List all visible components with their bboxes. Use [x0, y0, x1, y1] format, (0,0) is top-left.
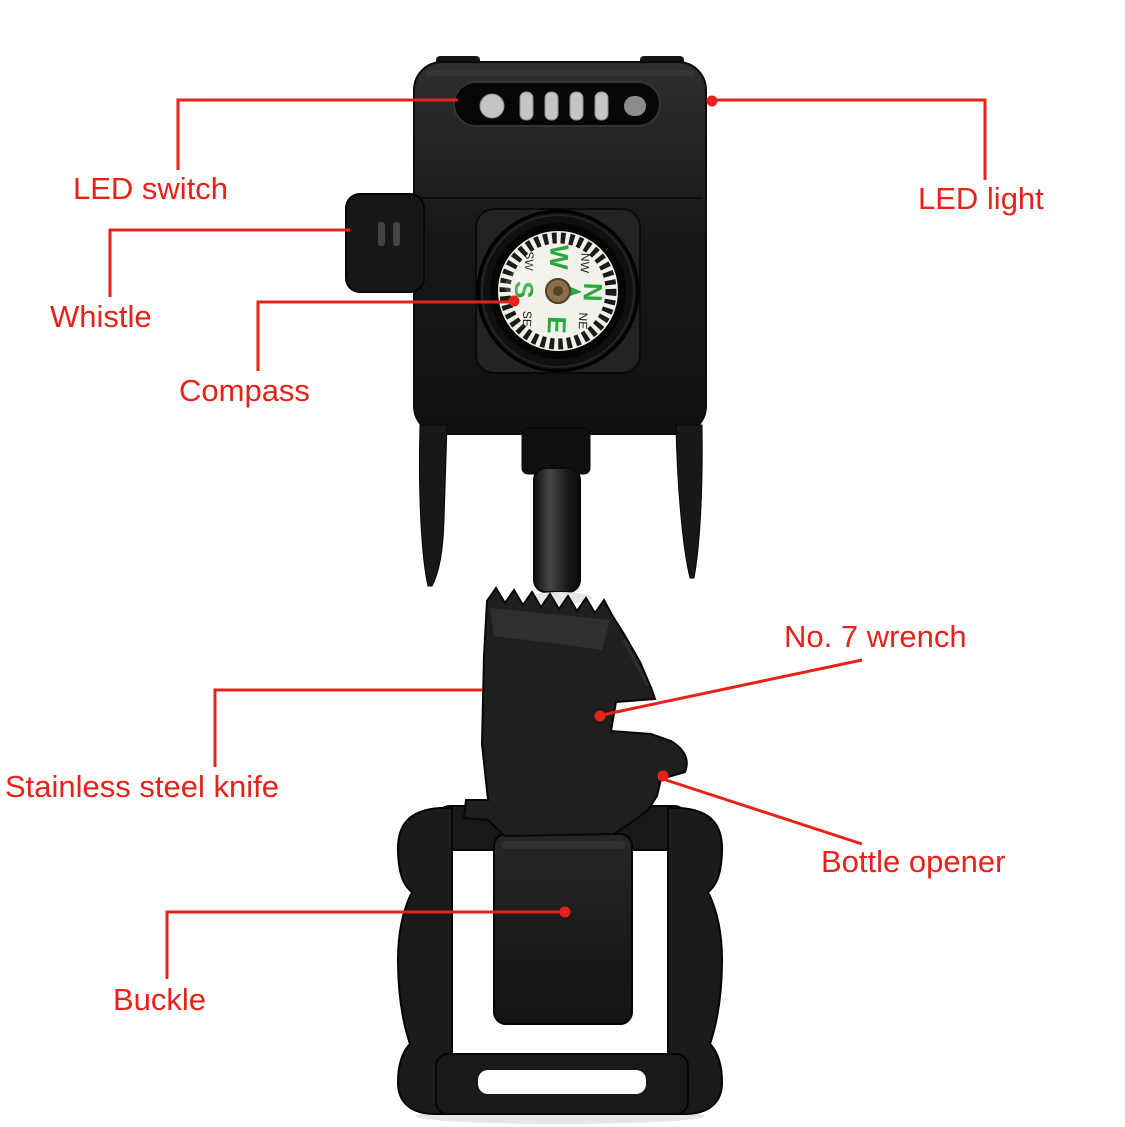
- leader-whistle: [108, 228, 350, 297]
- led-strip: [453, 81, 661, 127]
- label-no7-wrench: No. 7 wrench: [784, 619, 967, 654]
- wrench-edge-highlight: [622, 639, 650, 687]
- buckle-left-rail: [396, 807, 453, 1115]
- compass-letter-nw: NW: [578, 253, 593, 274]
- label-led-light: LED light: [918, 181, 1044, 216]
- compass-letter-se: SE: [520, 311, 535, 327]
- compass-card: N E S W NE SE SW NW: [509, 244, 609, 334]
- leader-compass: [256, 300, 512, 371]
- led-element: [519, 91, 534, 121]
- left-prong: [418, 424, 448, 587]
- compass-pivot-center: [553, 286, 563, 296]
- leader-lines: [108, 98, 987, 979]
- compass-letter-w: W: [544, 244, 575, 270]
- whistle-part: [345, 193, 425, 293]
- dot-buckle: [559, 906, 571, 918]
- buckle-frame: [396, 805, 724, 1115]
- compass-letter-s: S: [509, 281, 540, 299]
- compass-part: N E S W NE SE SW NW: [476, 209, 640, 373]
- compass-bezel-highlight: [481, 214, 635, 368]
- compass-letter-ne: NE: [576, 312, 591, 329]
- label-compass: Compass: [179, 373, 310, 408]
- leader-bottle-opener: [665, 778, 863, 846]
- buckle-center-plate: [493, 833, 633, 1025]
- dot-no7-wrench: [594, 710, 606, 722]
- top-module: N E S W NE SE SW NW: [345, 56, 707, 604]
- dot-compass: [508, 295, 520, 307]
- dot-bottle-opener: [657, 770, 669, 782]
- buckle-strap-slot: [478, 1070, 646, 1094]
- led-element: [569, 91, 584, 121]
- compass-glass-highlight: [504, 259, 551, 295]
- whistle-slit: [393, 222, 400, 246]
- leader-knife: [213, 688, 482, 767]
- buckle-right-rail: [667, 807, 724, 1115]
- compass-letter-sw: SW: [522, 251, 537, 271]
- label-buckle: Buckle: [113, 982, 207, 1017]
- compass-letter-e: E: [542, 316, 573, 334]
- blade-bevel-highlight: [490, 608, 610, 650]
- leader-no7-wrench: [601, 658, 863, 717]
- leader-buckle: [165, 910, 563, 979]
- plate-highlight: [501, 841, 625, 849]
- leader-led-switch: [176, 98, 458, 170]
- leader-dots: [508, 95, 718, 918]
- label-whistle: Whistle: [50, 299, 152, 334]
- rod-body: [533, 467, 581, 593]
- right-prong: [675, 424, 703, 579]
- knife-tool: [462, 586, 688, 838]
- led-element: [544, 91, 559, 121]
- fire-starter-rod: [521, 427, 592, 604]
- whistle-slit: [378, 222, 385, 246]
- label-led-switch: LED switch: [73, 171, 229, 206]
- compass-letter-n: N: [578, 282, 609, 302]
- knife-blade-saw-edge: [462, 586, 688, 838]
- label-bottle-opener: Bottle opener: [821, 844, 1006, 879]
- dot-led-light: [706, 95, 718, 107]
- body-top-highlight: [426, 70, 694, 76]
- led-element: [479, 93, 505, 119]
- label-stainless-steel-knife: Stainless steel knife: [5, 769, 279, 804]
- bottom-module: [396, 586, 724, 1124]
- led-element: [594, 91, 609, 121]
- led-end-cap: [624, 96, 646, 116]
- compass-ticks: [499, 232, 617, 350]
- leader-led-light: [712, 98, 987, 180]
